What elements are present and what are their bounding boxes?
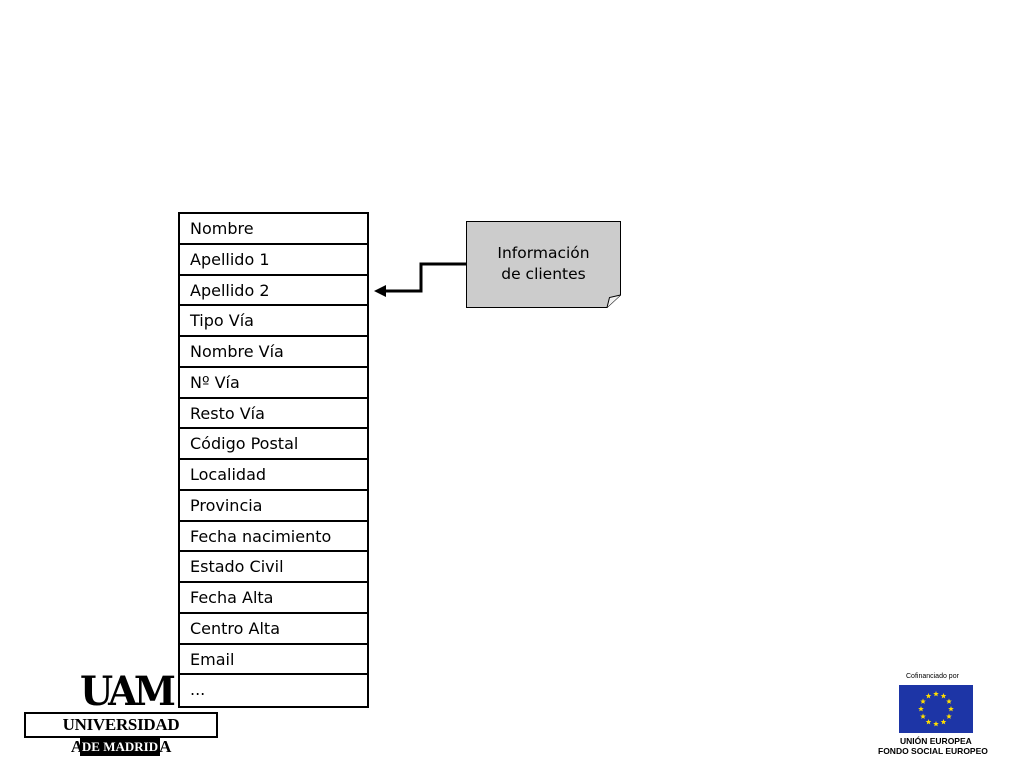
eu-star-icon [940,718,947,725]
eu-star-icon [946,698,952,704]
table-row: Fecha Alta [180,583,367,614]
eu-star-icon [948,706,954,712]
table-row: Nombre [180,214,367,245]
client-info-note: Información de clientes [466,221,621,308]
table-row: Resto Vía [180,399,367,430]
table-row: Estado Civil [180,552,367,583]
table-row: Nombre Vía [180,337,367,368]
table-row: Código Postal [180,429,367,460]
eu-star-icon [940,693,947,699]
fields-table: Nombre Apellido 1 Apellido 2 Tipo Vía No… [178,212,369,708]
table-row: Email [180,645,367,676]
eu-cofinanced-label: Cofinanciado por [906,673,959,680]
uam-name-line-1: UNIVERSIDAD AUTONOMA [24,712,218,756]
eu-star-icon [925,693,932,699]
eu-star-icon [920,698,926,704]
eu-star-icon [933,721,939,727]
uam-logo: UAM UNIVERSIDAD AUTONOMA DE MADRID [24,672,218,758]
arrowhead-icon [374,285,386,297]
table-row: Fecha nacimiento [180,522,367,553]
eu-star-icon [920,713,926,719]
note-line-2: de clientes [501,265,586,283]
eu-flag-icon [899,685,973,733]
note-line-1: Información [497,244,590,262]
note-shape [466,221,621,308]
table-row: Apellido 2 [180,276,367,307]
uam-mark: UAM [80,668,176,715]
eu-line-1: UNIÓN EUROPEA [900,736,972,746]
eu-star-icon [946,713,952,719]
eu-star-icon [918,706,924,712]
table-row: Apellido 1 [180,245,367,276]
eu-star-icon [933,691,939,697]
eu-line-2: FONDO SOCIAL EUROPEO [878,746,988,756]
table-row: Centro Alta [180,614,367,645]
uam-name-line-2: DE MADRID [80,738,160,756]
eu-star-icon [925,718,932,725]
table-row: Localidad [180,460,367,491]
table-row: ... [190,680,206,700]
eu-logo: Cofinanciado por UNIÓN EUROPEA FONDO SOC… [876,672,996,758]
table-row: Nº Vía [180,368,367,399]
table-row: Tipo Vía [180,306,367,337]
table-row: Provincia [180,491,367,522]
